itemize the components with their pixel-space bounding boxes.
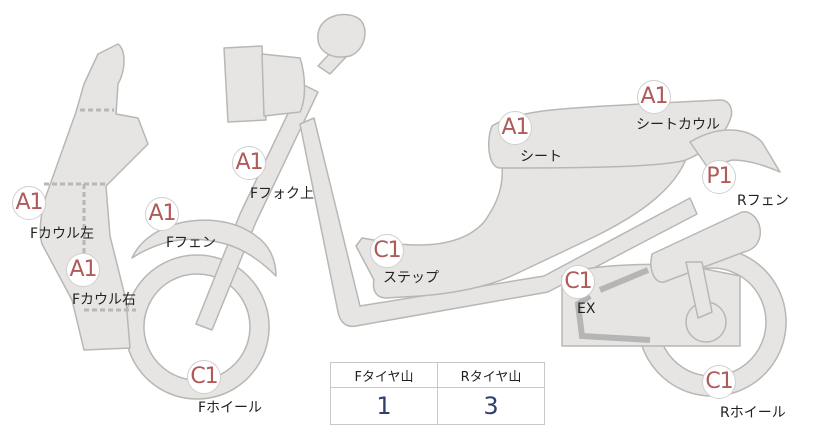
muffler-shape <box>650 211 761 283</box>
part-label-f-fender: Fフェン <box>166 235 217 251</box>
part-label-f-wheel: Fホイール <box>198 400 263 416</box>
frame-shape <box>299 117 698 328</box>
body-panel-shape <box>355 145 691 299</box>
part-badge-exhaust: C1 <box>561 265 595 299</box>
exhaust-pipe-shape <box>574 267 651 343</box>
part-badge-seat-cowl: A1 <box>637 80 671 114</box>
part-label-step: ステップ <box>383 270 439 286</box>
part-label-r-wheel: Rホイール <box>720 405 786 421</box>
mirror-shape <box>317 13 366 58</box>
part-label-r-fender: Rフェン <box>737 193 789 209</box>
part-badge-f-cowl-left: A1 <box>12 186 46 220</box>
headlight-shape <box>223 45 267 123</box>
part-label-seat-cowl: シートカウル <box>636 117 720 133</box>
table-row: 1 3 <box>330 387 545 425</box>
part-badge-f-cowl-right: A1 <box>66 253 100 287</box>
part-label-seat: シート <box>520 149 562 165</box>
part-badge-f-wheel: C1 <box>187 360 221 394</box>
part-badge-seat: A1 <box>498 111 532 145</box>
part-badge-step: C1 <box>370 234 404 268</box>
part-badge-f-fender: A1 <box>145 197 179 231</box>
rear-fender-shape <box>689 129 781 173</box>
headlight-lens-shape <box>261 53 306 117</box>
rear-tire-tread-value: 3 <box>437 387 545 425</box>
part-badge-r-wheel: C1 <box>702 365 736 399</box>
front-tire-tread-value: 1 <box>330 387 438 425</box>
front-fender-shape <box>131 219 277 277</box>
part-badge-r-fender: P1 <box>702 160 736 194</box>
rear-tire-tread-header: Rタイヤ山 <box>437 362 545 388</box>
part-label-f-fork-upper: Fフォク上 <box>250 186 315 202</box>
part-label-f-cowl-left: Fカウル左 <box>30 226 95 242</box>
part-badge-f-fork-upper: A1 <box>232 146 266 180</box>
part-label-exhaust: EX <box>577 301 596 317</box>
part-label-f-cowl-right: Fカウル右 <box>72 292 137 308</box>
rear-swingarm-shape <box>685 261 713 319</box>
tire-tread-table: Fタイヤ山 Rタイヤ山 1 3 <box>330 362 545 425</box>
front-tire-tread-header: Fタイヤ山 <box>330 362 438 388</box>
table-row: Fタイヤ山 Rタイヤ山 <box>330 362 545 388</box>
